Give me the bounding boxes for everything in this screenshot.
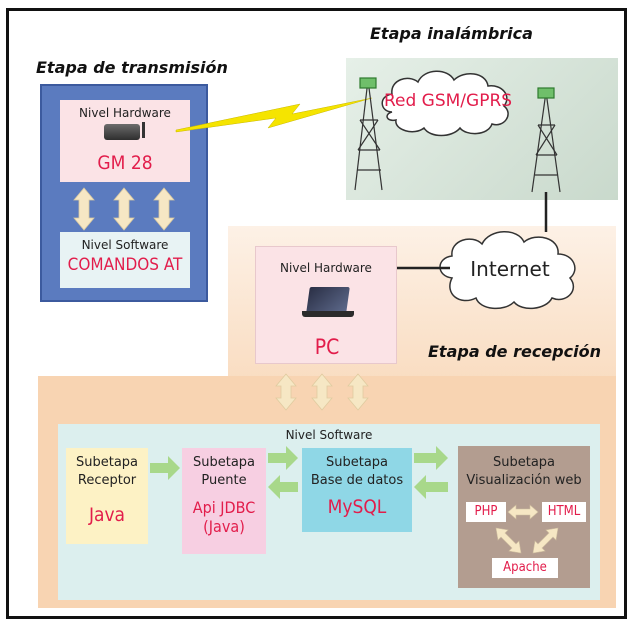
flow-arrows [150,446,448,499]
wireless-stage-title: Etapa inalámbrica [370,24,533,43]
database-line2: Base de datos [310,473,404,488]
gsm-cloud-icon [381,70,509,137]
database-box: Subetapa Base de datos MySQL [302,448,412,532]
reception-arrow-3 [347,373,369,411]
web-line1: Subetapa [492,455,556,470]
web-box: Subetapa Visualización web PHP HTML Apac… [458,446,590,588]
transmission-arrow-1 [73,187,95,231]
transmission-stage-title: Etapa de transmisión [36,58,228,77]
transmission-hw-box: Nivel Hardware GM 28 [60,100,190,182]
gsm-network-label: Red GSM/GPRS [384,91,512,111]
laptop-base-icon [302,311,354,317]
web-internal-arrows [495,504,559,554]
reception-arrow-2 [311,373,333,411]
transmission-sw-box: Nivel Software COMANDOS AT [60,232,190,288]
reception-hw-label: Nivel Hardware [280,261,372,275]
receptor-box: Subetapa Receptor Java [66,448,148,544]
reception-hw-device: PC [314,335,340,359]
reception-sw-label: Nivel Software [285,428,373,442]
internet-cloud-icon [439,231,576,310]
right-tower-icon [531,87,561,193]
reception-stage-title: Etapa de recepción [428,342,601,361]
html-tag: HTML [542,502,586,522]
internet-label: Internet [470,257,550,281]
bridge-value2: (Java) [203,517,245,536]
transmission-sw-value: COMANDOS AT [67,255,183,275]
bridge-value1: Api JDBC [192,498,256,517]
receptor-value: Java [88,504,126,526]
transmission-arrow-2 [113,187,135,231]
transmission-arrows [73,187,175,231]
database-value: MySQL [327,496,387,518]
reception-hw-box: Nivel Hardware PC [255,246,397,364]
transmission-hw-label: Nivel Hardware [79,106,171,120]
modem-antenna-icon [142,122,145,138]
bridge-box: Subetapa Puente Api JDBC (Java) [182,448,266,554]
php-apache-arrow [495,527,522,554]
db-to-web-arrow [414,446,448,470]
transmission-arrow-3 [153,187,175,231]
php-tag: PHP [466,502,506,522]
reception-arrows [275,373,369,411]
web-to-db-arrow [414,475,448,499]
reception-arrow-1 [275,373,297,411]
database-line1: Subetapa [325,455,389,470]
modem-icon [104,124,140,140]
web-line2: Visualización web [466,473,582,488]
lightning-bolt-icon [175,97,373,133]
php-html-arrow [507,504,539,520]
html-apache-arrow [532,527,559,554]
receptor-line2: Receptor [77,473,137,488]
bridge-line2: Puente [201,473,247,488]
transmission-sw-label: Nivel Software [81,238,169,252]
bridge-line1: Subetapa [192,455,256,470]
transmission-hw-device: GM 28 [97,152,153,174]
receptor-line1: Subetapa [75,455,139,470]
apache-tag: Apache [492,558,558,578]
receptor-to-bridge-arrow [150,456,180,480]
bridge-to-db-arrow [268,446,298,470]
left-tower-icon [354,77,383,191]
db-to-bridge-arrow [268,475,298,499]
